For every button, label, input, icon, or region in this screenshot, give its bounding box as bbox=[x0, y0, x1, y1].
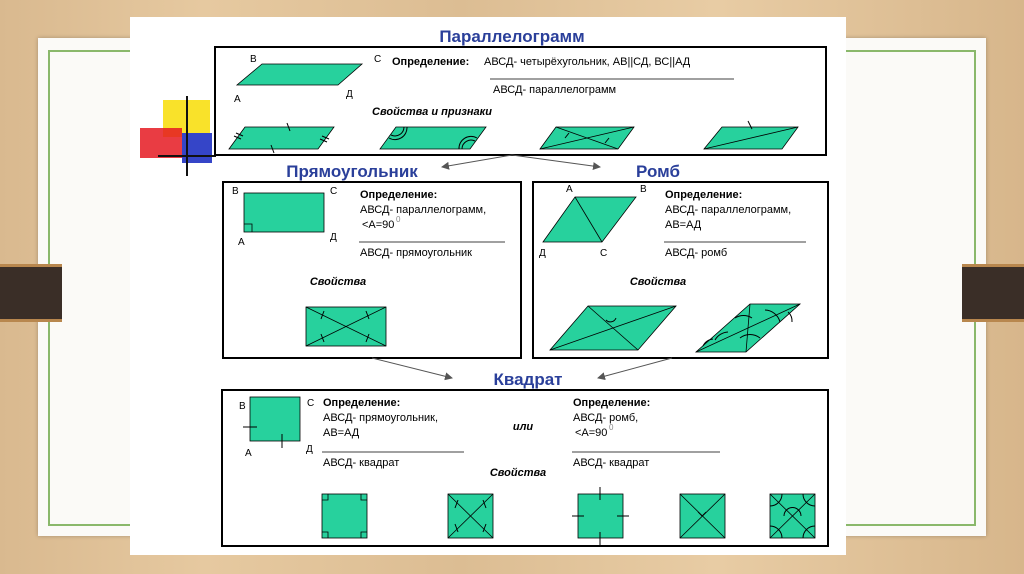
vertex-c: С bbox=[600, 248, 607, 259]
parallelogram-property-sides bbox=[228, 122, 335, 154]
arrow-to-rhombus bbox=[511, 154, 601, 171]
rhombus-def-line2: АВ=АД bbox=[665, 219, 702, 231]
parallelogram-shape bbox=[235, 63, 364, 86]
degree-mark: 0 bbox=[609, 423, 614, 432]
parallelogram-property-diagonals bbox=[539, 126, 635, 150]
or-label: или bbox=[513, 421, 534, 433]
arrow-to-rectangle bbox=[441, 154, 513, 170]
rectangle-def-line1: АВСД- параллелограмм, bbox=[360, 204, 486, 216]
rhombus-property-angles bbox=[694, 303, 802, 353]
parallelogram-def-label: Определение: bbox=[392, 56, 469, 68]
square-property-perpendicular-diagonals bbox=[679, 493, 726, 539]
square-def2-label: Определение: bbox=[573, 397, 650, 409]
vertex-d: Д bbox=[330, 232, 337, 243]
parallelogram-def-result: АВСД- параллелограмм bbox=[493, 84, 616, 96]
rectangle-shape bbox=[243, 192, 325, 233]
diagram-canvas: Параллелограмм В С А Д Определение: АВСД… bbox=[130, 17, 846, 555]
vertex-b: В bbox=[250, 54, 257, 65]
left-bracket bbox=[0, 264, 62, 322]
rhombus-property-diagonals bbox=[549, 305, 677, 351]
vertex-a: А bbox=[234, 94, 241, 105]
rectangle-def-line2: <А=90 bbox=[362, 219, 394, 231]
vertex-a: А bbox=[566, 184, 573, 195]
arrow-rhombus-to-square bbox=[597, 357, 673, 381]
square-property-right-angles bbox=[321, 493, 368, 539]
square-def1-label: Определение: bbox=[323, 397, 400, 409]
rhombus-diagonal bbox=[574, 196, 603, 243]
square-box bbox=[221, 389, 829, 547]
decorative-color-blocks bbox=[140, 96, 216, 176]
title-square: Квадрат bbox=[493, 370, 562, 389]
vertex-b: В bbox=[239, 401, 246, 412]
quadrilateral-diagram: Параллелограмм В С А Д Определение: АВСД… bbox=[140, 27, 829, 547]
square-def2-line1: АВСД- ромб, bbox=[573, 412, 638, 424]
rhombus-props-label: Свойства bbox=[630, 276, 686, 288]
rhombus-def-line1: АВСД- параллелограмм, bbox=[665, 204, 791, 216]
square-property-diagonals bbox=[447, 493, 494, 539]
parallelogram-def-text: АВСД- четырёхугольник, АВ||СД, ВС||АД bbox=[484, 56, 691, 68]
rectangle-def-label: Определение: bbox=[360, 189, 437, 201]
parallelogram-property-diagonal bbox=[703, 120, 799, 150]
square-def2-line2: <А=90 bbox=[575, 427, 607, 439]
degree-mark: 0 bbox=[396, 215, 401, 224]
rhombus-box bbox=[532, 181, 829, 359]
square-def1-result: АВСД- квадрат bbox=[323, 457, 399, 469]
right-angle-mark bbox=[244, 223, 253, 232]
parallelogram-box bbox=[214, 46, 827, 156]
parallelogram-property-angles bbox=[379, 126, 487, 150]
vertex-b: В bbox=[232, 186, 239, 197]
right-bracket bbox=[962, 264, 1024, 322]
square-property-equal-sides bbox=[572, 487, 629, 545]
title-rhombus: Ромб bbox=[636, 162, 680, 181]
rectangle-def-result: АВСД- прямоугольник bbox=[360, 247, 472, 259]
rhombus-def-label: Определение: bbox=[665, 189, 742, 201]
vertex-d: Д bbox=[346, 89, 353, 100]
parallelogram-props-label: Свойства и признаки bbox=[372, 106, 492, 118]
vertex-d: Д bbox=[306, 444, 313, 455]
vertex-c: С bbox=[374, 54, 381, 65]
title-rectangle: Прямоугольник bbox=[286, 162, 418, 181]
square-shape bbox=[249, 396, 301, 442]
vertex-a: А bbox=[238, 237, 245, 248]
rhombus-def-result: АВСД- ромб bbox=[665, 247, 727, 259]
vertex-a: А bbox=[245, 448, 252, 459]
square-property-angle-bisectors bbox=[769, 493, 816, 539]
square-def1-line1: АВСД- прямоугольник, bbox=[323, 412, 438, 424]
title-parallelogram: Параллелограмм bbox=[439, 27, 584, 46]
vertex-d: Д bbox=[539, 248, 546, 259]
square-def2-result: АВСД- квадрат bbox=[573, 457, 649, 469]
square-props-label: Свойства bbox=[490, 467, 546, 479]
rectangle-props-label: Свойства bbox=[310, 276, 366, 288]
arrow-rectangle-to-square bbox=[371, 357, 453, 381]
vertex-c: С bbox=[307, 398, 314, 409]
vertex-b: В bbox=[640, 184, 647, 195]
rectangle-property-diagonals bbox=[305, 306, 387, 347]
rhombus-shape bbox=[542, 196, 637, 243]
square-def1-line2: АВ=АД bbox=[323, 427, 360, 439]
vertex-c: С bbox=[330, 186, 337, 197]
